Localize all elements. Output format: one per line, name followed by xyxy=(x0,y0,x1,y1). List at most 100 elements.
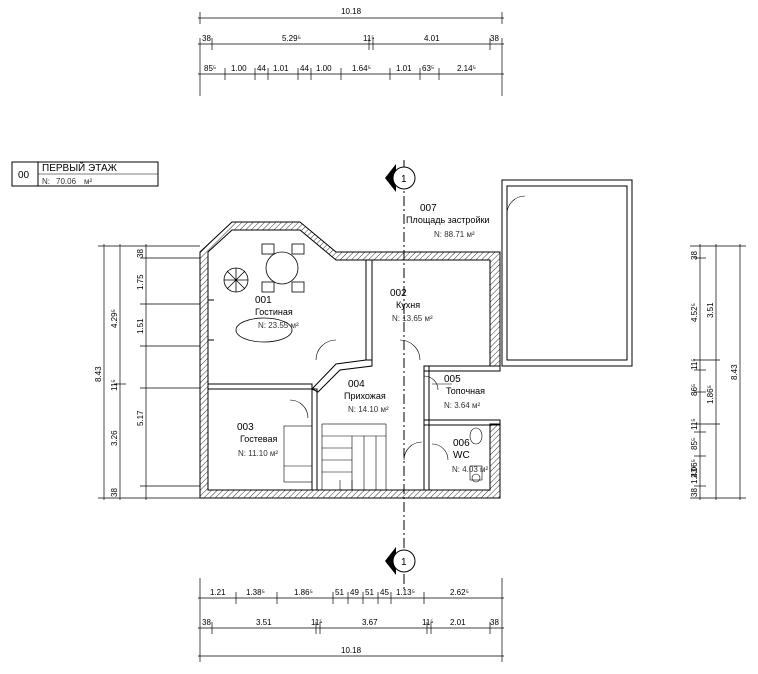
dim-bot-r1-2: 1.86⁵ xyxy=(294,588,313,597)
dim-top-r3-1: 1.00 xyxy=(231,64,247,73)
dim-left-c2-1: 11⁵ xyxy=(110,379,119,391)
dim-left-c2-3: 38 xyxy=(110,488,119,497)
dim-bot-r1-0: 1.21 xyxy=(210,588,226,597)
room-004: 004 Прихожая N: 14.10 м² xyxy=(344,379,389,414)
room-005-name: Топочная xyxy=(446,386,485,396)
staircase xyxy=(321,423,387,491)
wc-fixtures xyxy=(469,427,483,483)
section-marker-top-label: 1 xyxy=(401,174,407,185)
room-003-number: 003 xyxy=(237,422,254,433)
dim-top-r3-3: 1.01 xyxy=(273,64,289,73)
left-dimension-labels: 8.43 4.29⁵ 11⁵ 3.26 38 38 1.75 1.51 5.17 xyxy=(94,249,145,497)
dim-top-r3-5: 1.00 xyxy=(316,64,332,73)
dim-right-c2-5: 85⁵ xyxy=(690,438,699,450)
right-dimension-labels: 38 4.52⁵ 11⁵ 86⁵ 11⁵ 85⁵ 2.06⁵ 1.43⁵ 38 … xyxy=(690,251,739,497)
dim-right-c2-6: 2.06⁵ xyxy=(690,459,699,478)
room-004-number: 004 xyxy=(348,379,365,390)
dim-right-c3-0: 3.51 xyxy=(706,302,715,318)
room-006-number: 006 xyxy=(453,438,470,449)
floor-area-unit: м² xyxy=(84,177,93,186)
dim-right-c2-1: 4.52⁵ xyxy=(690,303,699,322)
dim-top-r3-4: 44 xyxy=(300,64,309,73)
dim-right-c3-1: 1.86⁵ xyxy=(706,385,715,404)
dim-top-overall: 10.18 xyxy=(341,7,362,16)
floor-name: ПЕРВЫЙ ЭТАЖ xyxy=(42,161,118,174)
room-001-number: 001 xyxy=(255,295,272,306)
room-006-area: N: 4.03 м² xyxy=(452,465,489,474)
room-002: 002 Кухня N: 13.65 м² xyxy=(390,288,433,323)
room-004-area: N: 14.10 м² xyxy=(348,405,389,414)
room-005-area: N: 3.64 м² xyxy=(444,401,481,410)
bottom-dimensions xyxy=(198,578,504,662)
dim-right-overall: 8.43 xyxy=(730,364,739,380)
room-001: 001 Гостиная N: 23.55 м² xyxy=(255,295,299,330)
dim-bot-r2-4: 11⁵ xyxy=(422,618,434,627)
floor-code: 00 xyxy=(18,170,30,181)
room-002-number: 002 xyxy=(390,288,407,299)
dim-bot-r1-1: 1.38⁵ xyxy=(246,588,265,597)
section-line: 1 1 xyxy=(385,160,416,590)
dim-top-r3-8: 63⁵ xyxy=(422,64,434,73)
room-006-name: WC xyxy=(453,450,470,461)
dim-left-c3-0: 38 xyxy=(136,249,145,258)
dim-top-r3-7: 1.01 xyxy=(396,64,412,73)
dim-left-overall: 8.43 xyxy=(94,366,103,382)
dim-top-r3-6: 1.64⁵ xyxy=(352,64,371,73)
left-dimensions xyxy=(98,244,200,500)
dim-top-r3-9: 2.14⁵ xyxy=(457,64,476,73)
dim-bot-r2-0: 38 xyxy=(202,618,211,627)
dim-top-r2-1: 5.29⁵ xyxy=(282,34,301,43)
dim-bot-r2-2: 11⁵ xyxy=(311,618,323,627)
room-002-name: Кухня xyxy=(396,300,420,310)
room-001-area: N: 23.55 м² xyxy=(258,321,299,330)
bottom-dimension-labels: 1.21 1.38⁵ 1.86⁵ 51 49 51 45 1.13⁵ 2.62⁵… xyxy=(202,588,499,655)
room-003-name: Гостевая xyxy=(240,434,277,444)
room-007: 007 Площадь застройки N: 88.71 м² xyxy=(406,203,489,239)
room-003: 003 Гостевая N: 11.10 м² xyxy=(237,422,278,458)
dim-left-c3-1: 1.75 xyxy=(136,274,145,290)
dim-bot-r2-5: 2.01 xyxy=(450,618,466,627)
room-004-name: Прихожая xyxy=(344,391,386,401)
room-003-area: N: 11.10 м² xyxy=(238,449,278,458)
dim-top-r2-3: 4.01 xyxy=(424,34,440,43)
dim-right-c2-3: 86⁵ xyxy=(690,384,699,396)
room-006: 006 WC N: 4.03 м² xyxy=(452,438,489,474)
garage-footprint xyxy=(501,179,633,367)
dim-right-c2-8: 38 xyxy=(690,488,699,497)
room-005: 005 Топочная N: 3.64 м² xyxy=(444,374,485,410)
coffee-table xyxy=(235,317,293,343)
room-007-area: N: 88.71 м² xyxy=(434,230,475,239)
dining-set xyxy=(261,243,305,293)
dim-top-r3-2: 44 xyxy=(257,64,266,73)
dim-bot-r1-8: 2.62⁵ xyxy=(450,588,469,597)
dim-top-r3-0: 85⁵ xyxy=(204,64,216,73)
dim-left-c2-0: 4.29⁵ xyxy=(110,309,119,328)
dim-right-c2-0: 38 xyxy=(690,251,699,260)
room-007-name: Площадь застройки xyxy=(406,215,489,225)
dim-right-c2-2: 11⁵ xyxy=(690,358,699,370)
dim-bot-r2-3: 3.67 xyxy=(362,618,378,627)
dim-bot-r2-6: 38 xyxy=(490,618,499,627)
dim-left-c3-3: 5.17 xyxy=(136,410,145,426)
section-marker-bottom-label: 1 xyxy=(401,557,407,568)
dim-right-c2-4: 11⁵ xyxy=(690,418,699,430)
dim-bot-r2-1: 3.51 xyxy=(256,618,272,627)
right-dimensions xyxy=(690,244,746,500)
floor-area-value: 70.06 xyxy=(56,177,77,186)
room-007-number: 007 xyxy=(420,203,437,214)
dim-bot-r1-5: 51 xyxy=(365,588,374,597)
dim-bot-r1-4: 49 xyxy=(350,588,359,597)
interior-walls xyxy=(207,259,501,491)
room-002-area: N: 13.65 м² xyxy=(392,314,433,323)
dim-bot-overall: 10.18 xyxy=(341,646,362,655)
top-dimension-labels: 10.18 38 5.29⁵ 11⁵ 4.01 38 85⁵ 1.00 44 1… xyxy=(202,7,499,73)
dim-left-c2-2: 3.26 xyxy=(110,430,119,446)
house-walls xyxy=(199,221,501,499)
room-001-name: Гостиная xyxy=(255,307,293,317)
dim-bot-r1-6: 45 xyxy=(380,588,389,597)
floor-area-prefix: N: xyxy=(42,177,50,186)
dim-top-r2-4: 38 xyxy=(490,34,499,43)
dim-bot-r1-3: 51 xyxy=(335,588,344,597)
plant-icon xyxy=(223,267,249,293)
